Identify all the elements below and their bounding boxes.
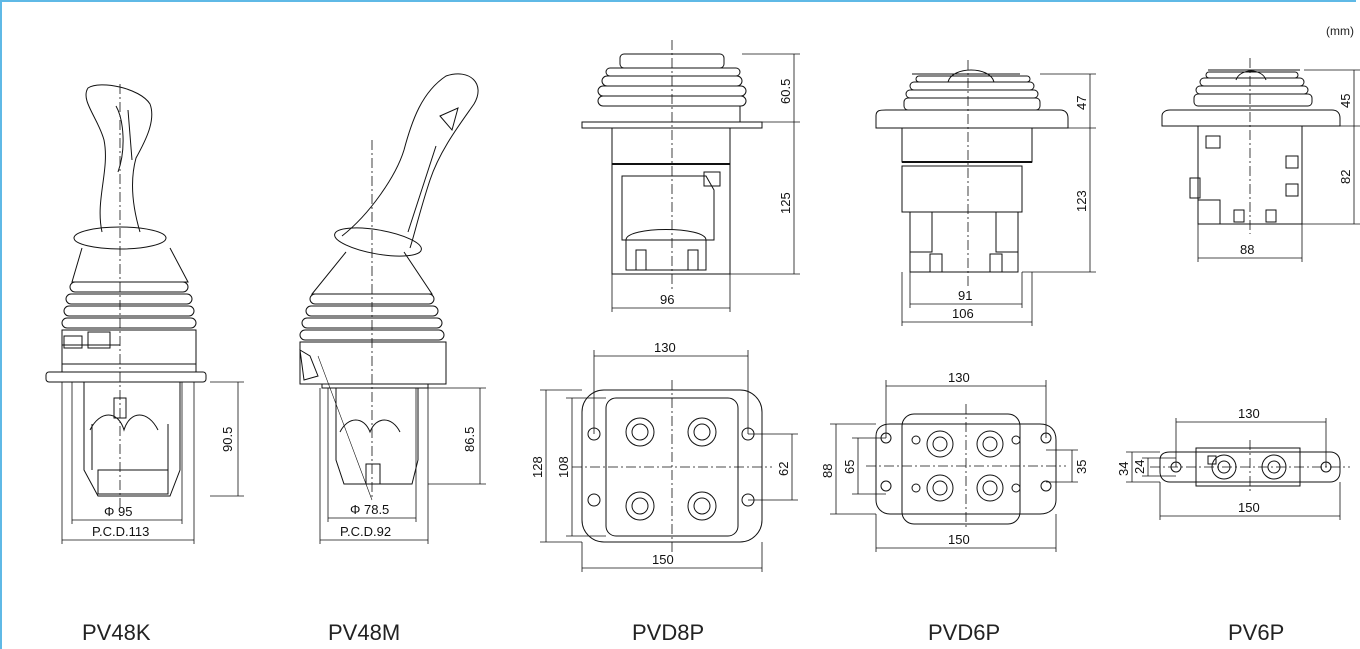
model-label-pv6p: PV6P [1228, 620, 1285, 645]
pvd8p-dim-width: 96 [660, 292, 674, 307]
unit-label: (mm) [1326, 24, 1354, 38]
pvd6p-dim-pitch: 130 [948, 370, 970, 385]
pv6p-dim-plan-height: 34 [1116, 462, 1131, 476]
pv6p-dim-body: 82 [1338, 170, 1353, 184]
pvd8p-drawing: 60.5 125 96 130 150 128 108 62 [530, 40, 800, 572]
pvd6p-dim-plan-width: 150 [948, 532, 970, 547]
pv48k-dim-height: 90.5 [220, 427, 235, 452]
pv48m-dim-height: 86.5 [462, 427, 477, 452]
pv6p-dim-plan-width: 150 [1238, 500, 1260, 515]
pvd8p-dim-inner-height: 108 [556, 456, 571, 478]
pv48m-drawing: Φ 78.5 P.C.D.92 86.5 [299, 73, 486, 544]
pvd8p-dim-body: 125 [778, 192, 793, 214]
pvd8p-dim-top: 60.5 [778, 79, 793, 104]
pv6p-dim-hole-height: 24 [1132, 460, 1147, 474]
model-label-pvd6p: PVD6P [928, 620, 1001, 645]
model-label-pv48k: PV48K [82, 620, 151, 645]
pvd6p-drawing: 47 123 91 106 130 150 88 65 [820, 60, 1096, 552]
pvd6p-dim-hole-height: 65 [842, 460, 857, 474]
pvd6p-dim-inner-width: 91 [958, 288, 972, 303]
pvd6p-dim-plan-height: 88 [820, 464, 835, 478]
pvd6p-dim-outer-width: 106 [952, 306, 974, 321]
pvd6p-dim-top: 47 [1074, 96, 1089, 110]
pv6p-dim-width: 88 [1240, 242, 1254, 257]
pvd6p-dim-hole-pitch: 35 [1074, 460, 1089, 474]
pv6p-dim-pitch: 130 [1238, 406, 1260, 421]
pvd8p-dim-outer-height: 128 [530, 456, 545, 478]
pv48k-drawing: Φ 95 P.C.D.113 90.5 [45, 84, 244, 544]
pv48k-dim-pcd: P.C.D.113 [92, 524, 149, 539]
pv6p-dim-top: 45 [1338, 94, 1353, 108]
pv48m-dim-diameter: Φ 78.5 [350, 502, 389, 517]
pv6p-drawing: 45 82 88 130 150 34 24 [1116, 58, 1360, 520]
pvd8p-dim-hole-pitch: 62 [776, 462, 791, 476]
model-label-pvd8p: PVD8P [632, 620, 705, 645]
pvd8p-dim-pitch: 130 [654, 340, 676, 355]
pv48k-dim-diameter: Φ 95 [104, 504, 132, 519]
pvd8p-dim-outer-width: 150 [652, 552, 674, 567]
pv48m-dim-pcd: P.C.D.92 [340, 524, 391, 539]
model-label-pv48m: PV48M [328, 620, 401, 645]
pvd6p-dim-body: 123 [1074, 190, 1089, 212]
